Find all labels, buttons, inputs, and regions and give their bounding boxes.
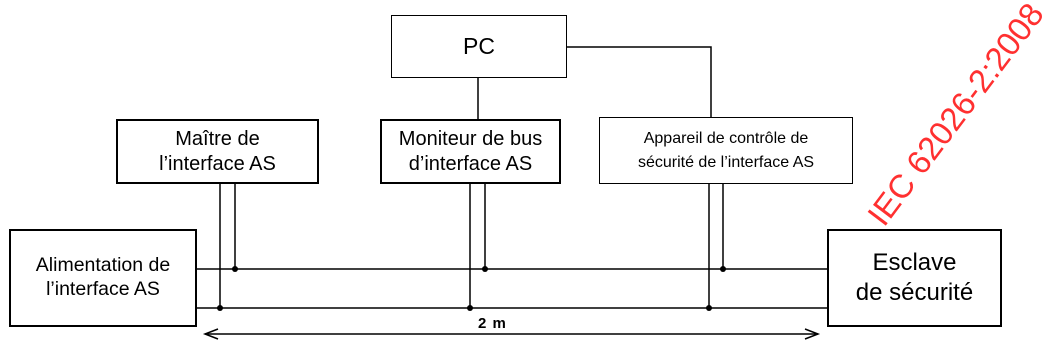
junction-dot — [482, 266, 488, 272]
junction-dot — [467, 305, 473, 311]
power-supply-label-line2: l’interface AS — [46, 278, 160, 300]
power-supply-box: Alimentation de l’interface AS — [9, 229, 197, 327]
pc-box: PC — [391, 15, 567, 78]
bus-monitor-box: Moniteur de bus d’interface AS — [380, 119, 561, 184]
bus-connection-lines — [197, 46, 827, 340]
safety-monitor-label-line1: Appareil de contrôle de — [643, 130, 809, 148]
as-interface-master-box: Maître de l’interface AS — [116, 119, 319, 184]
dimension-arrow-left — [202, 328, 219, 340]
power-supply-label-line1: Alimentation de — [35, 254, 171, 277]
junction-dot — [720, 266, 726, 272]
pc-to-safety-line — [567, 46, 712, 117]
safety-slave-label-line1: Esclave — [872, 249, 957, 276]
monitor-label-line1: Moniteur de bus — [398, 128, 543, 151]
master-label-line1: Maître de — [175, 128, 260, 151]
junction-dot — [232, 266, 238, 272]
pc-label: PC — [463, 33, 495, 60]
safety-slave-label-line2: de sécurité — [855, 279, 974, 306]
safety-slave-box: Esclave de sécurité — [827, 229, 1002, 327]
monitor-label-line2: d’interface AS — [408, 152, 533, 175]
safety-monitor-box: Appareil de contrôle de sécurité de l’in… — [599, 117, 853, 184]
safety-monitor-label-line2: sécurité de l’interface AS — [637, 153, 815, 171]
junction-dot — [217, 305, 223, 311]
dimension-label: 2 m — [478, 315, 507, 332]
dimension-arrow-right — [804, 328, 821, 340]
master-label-line2: l’interface AS — [159, 152, 276, 175]
junction-dot — [706, 305, 712, 311]
